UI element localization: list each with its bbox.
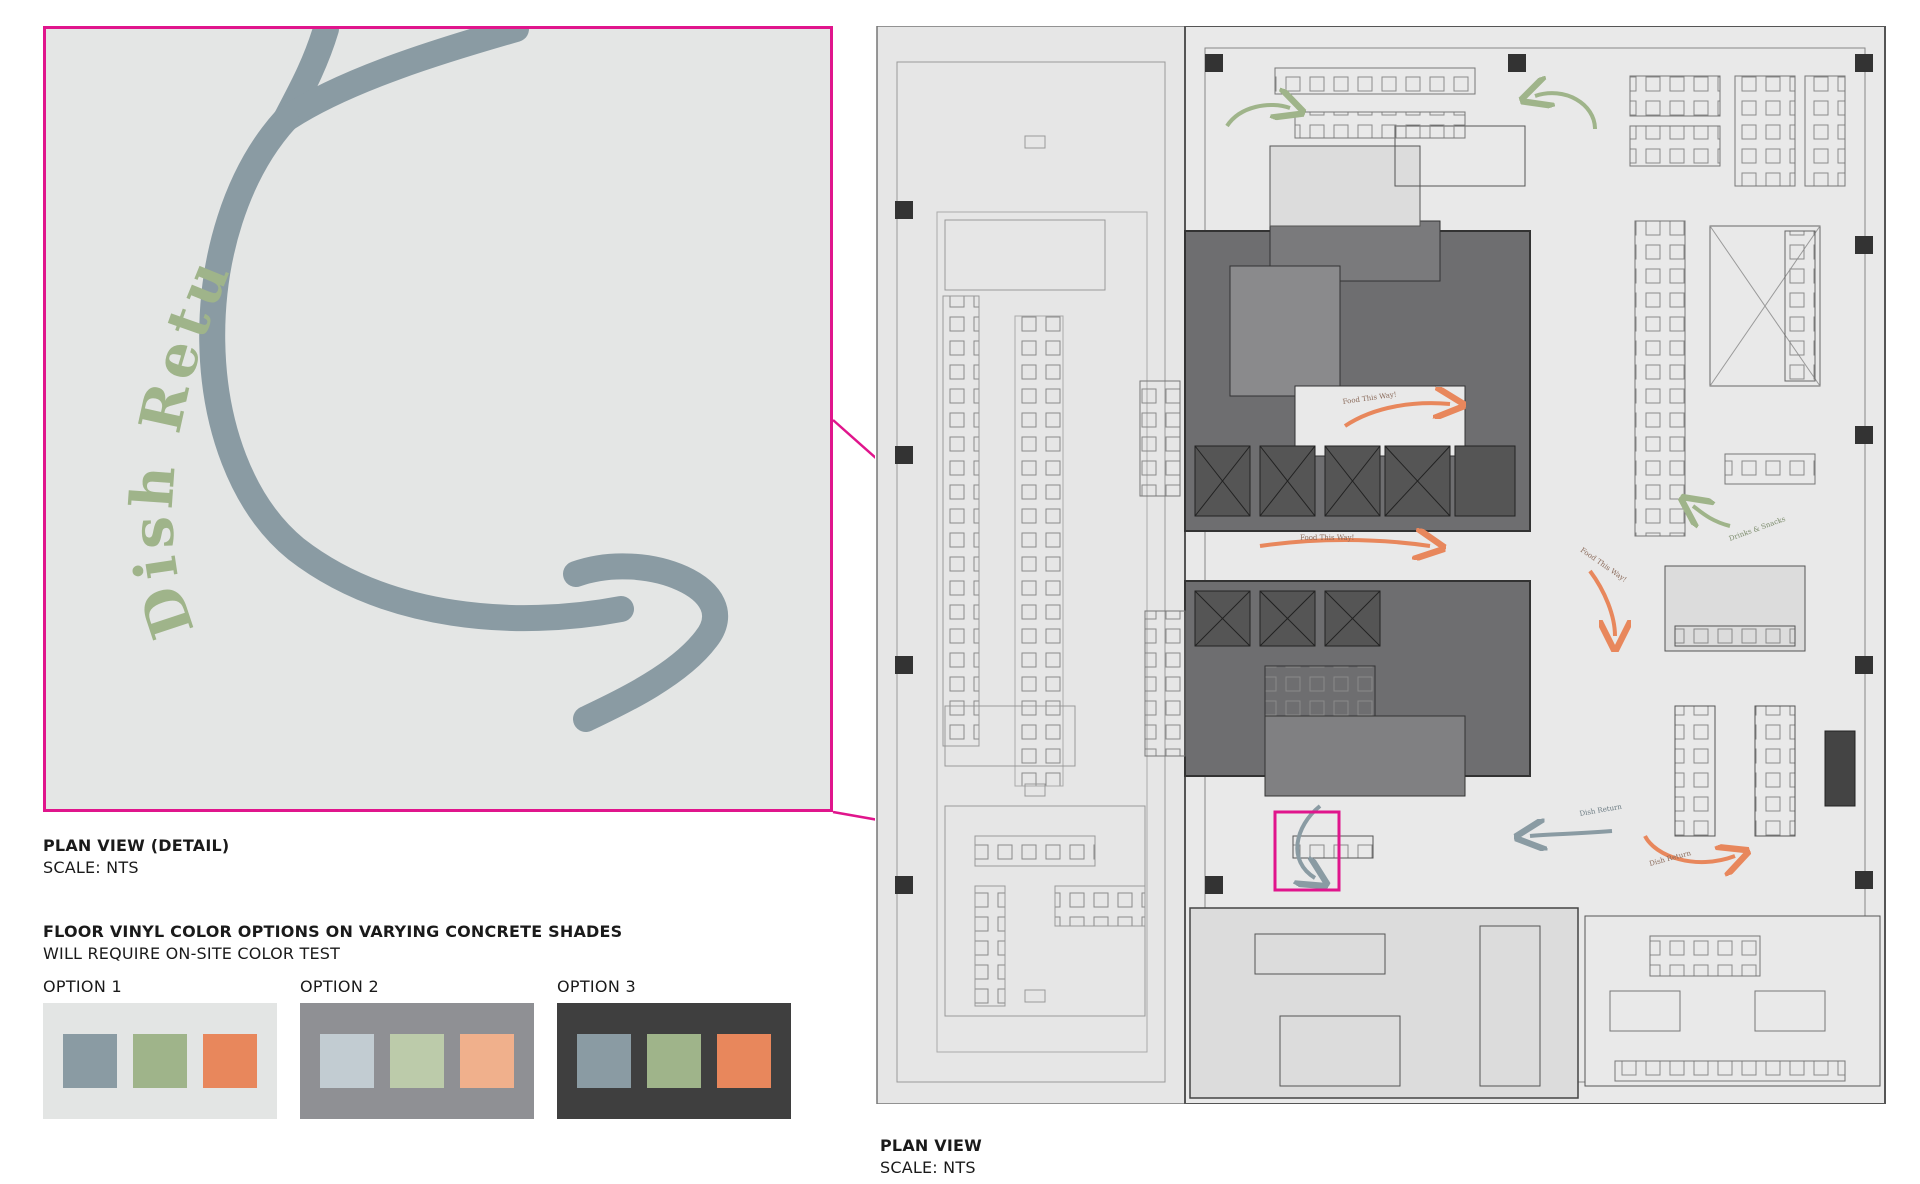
floor-plan: Food This Way! Food This Way! Food This … <box>875 25 1890 1105</box>
color-options-subheading: WILL REQUIRE ON-SITE COLOR TEST <box>43 944 341 963</box>
option-3-label: OPTION 3 <box>557 977 636 996</box>
dish-return-counter <box>1292 835 1374 859</box>
option-3-swatch-blue <box>577 1034 631 1088</box>
option-3-swatch-green <box>647 1034 701 1088</box>
option-1-swatch-green <box>133 1034 187 1088</box>
option-2-swatch-orange <box>460 1034 514 1088</box>
option-2-swatch-green <box>390 1034 444 1088</box>
dish-return-arrow-head <box>563 553 728 732</box>
stair-opening <box>1709 225 1821 387</box>
option-2-swatch-panel <box>300 1003 534 1119</box>
detail-view-drawing: Dish Return <box>46 29 728 732</box>
detail-caption-scale: SCALE: NTS <box>43 858 139 877</box>
plan-caption-scale: SCALE: NTS <box>880 1158 976 1177</box>
plan-caption-title: PLAN VIEW <box>880 1136 982 1155</box>
kitchen-area <box>1189 907 1579 1099</box>
color-options-heading: FLOOR VINYL COLOR OPTIONS ON VARYING CON… <box>43 922 623 941</box>
option-1-swatch-blue <box>63 1034 117 1088</box>
option-2-label: OPTION 2 <box>300 977 379 996</box>
detail-caption-title: PLAN VIEW (DETAIL) <box>43 836 230 855</box>
option-1-label: OPTION 1 <box>43 977 122 996</box>
detail-view-frame: Dish Return <box>43 26 833 812</box>
option-3-swatch-orange <box>717 1034 771 1088</box>
floor-plan-drawing: Food This Way! Food This Way! Food This … <box>875 25 1890 1105</box>
detail-highlight-box <box>1273 810 1341 892</box>
dish-return-arrow-curve <box>199 106 634 632</box>
option-1-swatch-panel <box>43 1003 277 1119</box>
food-this-way-label-2: Food This Way! <box>1300 534 1354 542</box>
option-3-swatch-panel <box>557 1003 791 1119</box>
option-1-swatch-orange <box>203 1034 257 1088</box>
option-2-swatch-blue <box>320 1034 374 1088</box>
dish-return-arrow-branch <box>273 29 529 132</box>
